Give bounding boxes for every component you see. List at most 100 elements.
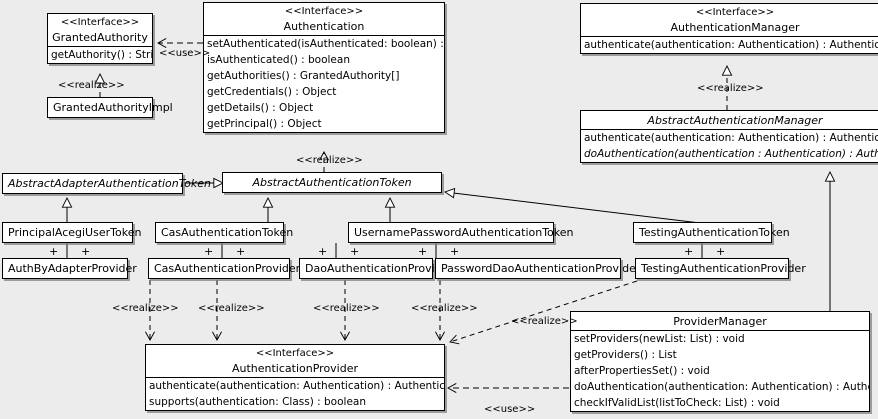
class-name: TestingAuthenticationToken [639, 226, 790, 239]
class-abstract-adapter-authentication-token[interactable]: AbstractAdapterAuthenticationToken [2, 173, 211, 194]
class-header: <<Interface>> AuthenticationProvider [146, 345, 444, 377]
method-item: setProviders(newList: List) : void [574, 333, 745, 345]
visibility-marker: + [204, 245, 214, 258]
class-cas-authentication-provider[interactable]: CasAuthenticationProvider [148, 258, 301, 279]
method-item: checkIfValidList(listToCheck: List) : vo… [574, 397, 780, 409]
class-name: ProviderManager [673, 315, 767, 328]
methods-compartment: authenticate(authentication: Authenticat… [581, 36, 878, 53]
visibility-marker: + [450, 245, 460, 258]
class-name: CasAuthenticationToken [161, 226, 294, 239]
method-item: getPrincipal() : Object [207, 118, 322, 130]
visibility-marker: + [418, 245, 428, 258]
class-principal-acegi-user-token[interactable]: PrincipalAcegiUserToken [2, 222, 142, 243]
edge-label-use-provider-manager: <<use>> [484, 404, 536, 415]
class-testing-authentication-provider[interactable]: TestingAuthenticationProvider [635, 258, 806, 279]
class-header: PrincipalAcegiUserToken [3, 223, 142, 242]
method-item: getAuthorities() : GrantedAuthority[] [207, 70, 400, 82]
class-auth-by-adapter-provider[interactable]: AuthByAdapterProvider [2, 258, 137, 279]
method-item: afterPropertiesSet() : void [574, 365, 710, 377]
methods-compartment: authenticate(authentication: Authenticat… [581, 129, 878, 162]
stereotype-label: <<Interface>> [255, 348, 335, 359]
class-header: <<Interface>> GrantedAuthority [48, 14, 152, 46]
visibility-marker: + [236, 245, 246, 258]
method-item: getAuthority() : String [51, 49, 152, 61]
class-header: ProviderManager [571, 312, 869, 330]
class-header: TestingAuthenticationToken [634, 223, 790, 242]
class-name: AbstractAuthenticationToken [252, 176, 412, 189]
class-granted-authority[interactable]: <<Interface>> GrantedAuthority getAuthor… [47, 13, 153, 64]
class-name: TestingAuthenticationProvider [641, 262, 806, 275]
class-abstract-authentication-manager[interactable]: AbstractAuthenticationManager authentica… [580, 110, 878, 163]
method-item: isAuthenticated() : boolean [207, 54, 350, 66]
class-name: CasAuthenticationProvider [154, 262, 301, 275]
visibility-marker: + [81, 245, 91, 258]
class-authentication[interactable]: <<Interface>> Authentication setAuthenti… [203, 2, 445, 133]
class-header: UsernamePasswordAuthenticationToken [349, 223, 574, 242]
edge-label-realize-dao-provider: <<realize>> [313, 303, 380, 314]
method-item: doAuthentication(authentication: Authent… [574, 381, 869, 393]
class-header: AuthByAdapterProvider [3, 259, 137, 278]
class-header: CasAuthenticationToken [156, 223, 294, 242]
class-header: GrantedAuthorityImpl [48, 98, 173, 117]
visibility-marker: + [684, 245, 694, 258]
class-header: <<Interface>> Authentication [204, 3, 444, 35]
stereotype-label: <<Interface>> [60, 17, 140, 28]
method-item: getDetails() : Object [207, 102, 314, 114]
method-item: authenticate(authentication: Authenticat… [584, 132, 878, 144]
method-item: doAuthentication(authentication : Authen… [584, 148, 878, 160]
class-provider-manager[interactable]: ProviderManager setProviders(newList: Li… [570, 311, 870, 412]
methods-compartment: setProviders(newList: List) : void getPr… [571, 330, 869, 411]
visibility-marker: + [49, 245, 59, 258]
class-cas-authentication-token[interactable]: CasAuthenticationToken [155, 222, 294, 243]
edge-label-realize-testing-provider: <<realize>> [511, 316, 578, 327]
method-item: supports(authentication: Class) : boolea… [149, 396, 366, 408]
class-name: PasswordDaoAuthenticationProvider [441, 262, 641, 275]
class-authentication-provider[interactable]: <<Interface>> AuthenticationProvider aut… [145, 344, 445, 411]
class-dao-authentication-provider[interactable]: DaoAuthenticationProvider [299, 258, 453, 279]
class-authentication-manager[interactable]: <<Interface>> AuthenticationManager auth… [580, 3, 878, 54]
class-header: AbstractAdapterAuthenticationToken [3, 174, 211, 193]
method-item: authenticate(authentication: Authenticat… [584, 39, 878, 51]
class-name: AuthenticationProvider [231, 362, 359, 375]
class-name: Authentication [283, 20, 365, 33]
class-username-password-authentication-token[interactable]: UsernamePasswordAuthenticationToken [348, 222, 574, 243]
class-testing-authentication-token[interactable]: TestingAuthenticationToken [633, 222, 790, 243]
edge-label-realize-cas-provider: <<realize>> [198, 303, 265, 314]
edge-label-realize-auth-token: <<realize>> [296, 155, 363, 166]
class-header: PasswordDaoAuthenticationProvider [436, 259, 641, 278]
class-name: AbstractAdapterAuthenticationToken [8, 177, 211, 190]
class-header: AbstractAuthenticationManager [581, 111, 878, 129]
method-item: setAuthenticated(isAuthenticated: boolea… [207, 38, 444, 50]
method-item: getCredentials() : Object [207, 86, 337, 98]
methods-compartment: authenticate(authentication: Authenticat… [146, 377, 444, 410]
class-header: DaoAuthenticationProvider [300, 259, 453, 278]
class-name: AuthenticationManager [670, 21, 800, 34]
edge-label-realize-granted-impl: <<realize>> [58, 80, 125, 91]
edge-label-realize-auth-by-adapter: <<realize>> [112, 303, 179, 314]
edge-label-realize-password-dao-provider: <<realize>> [411, 303, 478, 314]
method-item: getProviders() : List [574, 349, 677, 361]
edge-label-use-authentication-granted: <<use>> [159, 48, 211, 59]
class-name: AbstractAuthenticationManager [647, 114, 823, 127]
stereotype-label: <<Interface>> [284, 6, 364, 17]
edge-label-realize-manager: <<realize>> [697, 83, 764, 94]
stereotype-label: <<Interface>> [695, 7, 775, 18]
class-name: PrincipalAcegiUserToken [8, 226, 142, 239]
visibility-marker: + [318, 245, 328, 258]
class-header: CasAuthenticationProvider [149, 259, 301, 278]
visibility-marker: + [716, 245, 726, 258]
class-name: UsernamePasswordAuthenticationToken [354, 226, 574, 239]
class-name: GrantedAuthority [52, 31, 148, 44]
class-header: TestingAuthenticationProvider [636, 259, 806, 278]
class-header: AbstractAuthenticationToken [223, 173, 441, 192]
method-item: authenticate(authentication: Authenticat… [149, 380, 444, 392]
class-header: <<Interface>> AuthenticationManager [581, 4, 878, 36]
class-name: AuthByAdapterProvider [8, 262, 137, 275]
methods-compartment: setAuthenticated(isAuthenticated: boolea… [204, 35, 444, 132]
class-name: GrantedAuthorityImpl [53, 101, 173, 114]
class-granted-authority-impl[interactable]: GrantedAuthorityImpl [47, 97, 173, 118]
visibility-marker: + [350, 245, 360, 258]
class-abstract-authentication-token[interactable]: AbstractAuthenticationToken [222, 172, 442, 193]
class-password-dao-authentication-provider[interactable]: PasswordDaoAuthenticationProvider [435, 258, 641, 279]
